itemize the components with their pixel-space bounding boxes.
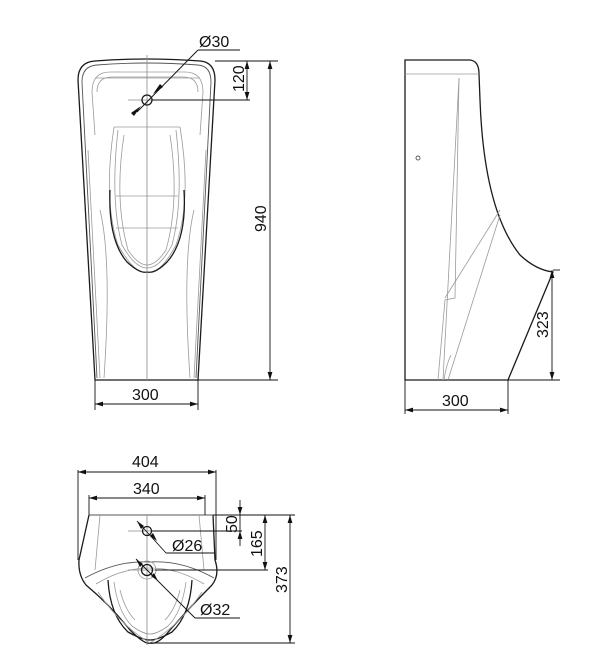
side-fixing-hole-icon	[415, 155, 421, 161]
front-view: Ø30 120 940 300	[77, 34, 278, 410]
front-hole-diameter-label: Ø30	[199, 34, 229, 51]
side-depth-label: 300	[442, 393, 469, 410]
front-width-label: 300	[132, 387, 159, 404]
top-inlet-diameter-label: Ø26	[172, 538, 202, 555]
top-view: Ø26 Ø32 404 340 50 165 373	[77, 454, 295, 645]
front-height-label: 940	[253, 205, 270, 232]
side-lip-height-label: 323	[535, 311, 552, 338]
front-offset-label: 120	[231, 65, 248, 92]
top-inlet-hole-icon	[141, 525, 153, 537]
top-outlet-diameter-label: Ø32	[200, 602, 230, 619]
top-overall-width-label: 404	[132, 454, 159, 471]
top-outlet-hole-icon	[140, 563, 154, 577]
top-depth-label: 373	[274, 566, 291, 593]
top-offset-50-label: 50	[224, 515, 241, 533]
top-inner-width-label: 340	[133, 481, 160, 498]
side-view: 323 300	[404, 59, 560, 414]
top-offset-165-label: 165	[249, 530, 266, 557]
